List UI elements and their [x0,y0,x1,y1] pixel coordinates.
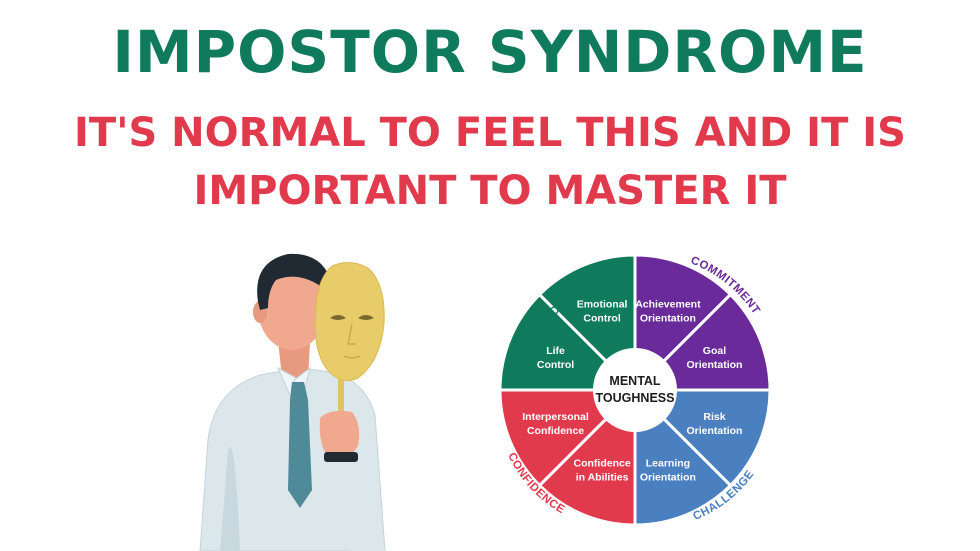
subtitle-line-1: IT'S NORMAL TO FEEL THIS AND IT IS [74,110,906,156]
page-title: IMPOSTOR SYNDROME [112,18,868,86]
mask-eye-right [358,315,374,320]
head [258,266,326,350]
page-subtitle: IT'S NORMAL TO FEEL THIS AND IT IS IMPOR… [40,104,940,220]
tie [288,382,312,508]
center-label-line-2: TOUGHNESS [596,391,675,405]
mask-stick [338,360,344,430]
mask-eye-left [330,315,346,320]
subtitle-line-2: IMPORTANT TO MASTER IT [193,168,787,214]
mask-nose [347,323,356,345]
mask [314,262,385,381]
neck [278,340,310,380]
man-holding-mask-icon [199,253,386,551]
center-circle [593,348,677,432]
cuff [324,452,358,462]
hand [319,410,360,459]
mask-mouth [343,355,361,359]
center-label-line-1: MENTAL [609,374,661,388]
shirt-shade [220,447,240,551]
hair [257,253,330,310]
sleeve [330,455,385,551]
